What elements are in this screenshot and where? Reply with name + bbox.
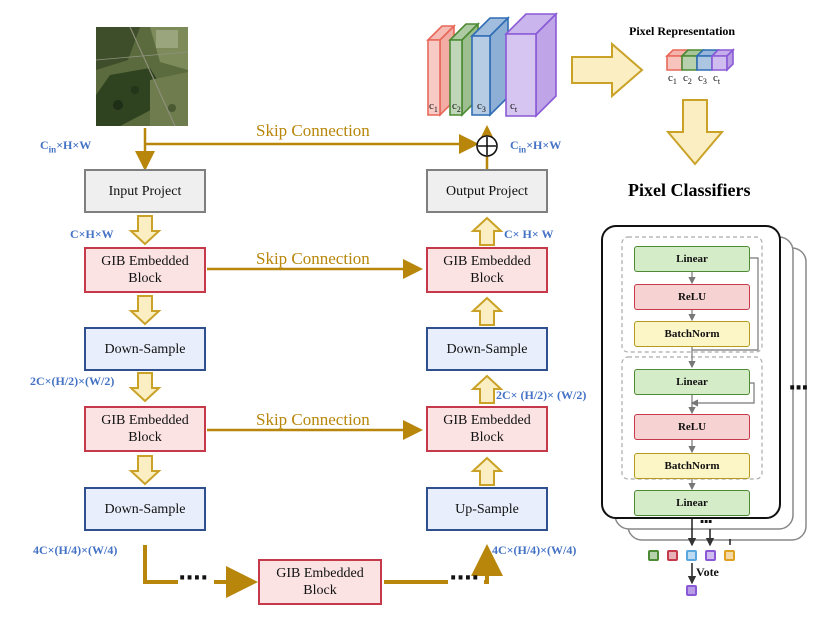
pixel-cell-side xyxy=(726,48,734,72)
layer-linear-7: Linear xyxy=(634,490,750,516)
pixel-cell-front xyxy=(666,55,683,71)
input-project-block: Input Project xyxy=(84,169,206,213)
dim-sub: in xyxy=(48,144,57,155)
layer-batchnorm-3: BatchNorm xyxy=(634,321,750,347)
skip-connection-label-middle: Skip Connection xyxy=(256,249,370,268)
gib-block-label-line1: GIB Embedded xyxy=(443,254,531,269)
output-project-block: Output Project xyxy=(426,169,548,213)
gib-embedded-block-right-1: GIB Embedded Block xyxy=(426,247,548,293)
dim-label-right-2c: 2C× (H/2)× (W/2) xyxy=(496,388,587,402)
skip-connection-label-top: Skip Connection xyxy=(256,121,370,140)
dim-label-output: Cin×H×W xyxy=(510,138,561,154)
dim-base: C xyxy=(510,138,519,152)
residual-link-2 xyxy=(690,382,755,407)
pixel-representation-strip xyxy=(665,48,735,72)
arrow-to-representation xyxy=(571,41,644,99)
input-satellite-image xyxy=(95,26,189,127)
output-feature-cubes xyxy=(426,12,558,118)
vote-label: Vote xyxy=(696,565,719,579)
skip-connection-label-lower: Skip Connection xyxy=(256,410,370,429)
vote-square-4 xyxy=(705,550,716,561)
down-sample-block-left-1: Down-Sample xyxy=(84,327,206,371)
up-sample-label: Up-Sample xyxy=(455,501,519,517)
gib-block-label-line2: Block xyxy=(128,430,162,445)
dashed-group-1 xyxy=(621,236,763,353)
dim-rest: ×H×W xyxy=(526,138,562,152)
arrow-to-classifiers xyxy=(665,99,725,166)
gib-embedded-block-bottom: GIB Embedded Block xyxy=(258,559,382,605)
gib-block-label-line1: GIB Embedded xyxy=(443,413,531,428)
pixel-cell-label: c2 xyxy=(683,72,692,87)
dim-label-right-c: C× H× W xyxy=(504,227,554,241)
vote-result-square xyxy=(686,585,697,596)
bottom-path-right-up xyxy=(471,544,503,584)
output-project-label: Output Project xyxy=(445,183,529,199)
gib-block-label-line1: GIB Embedded xyxy=(101,254,189,269)
gib-block-label-line2: Block xyxy=(128,271,162,286)
gib-block-label-line2: Block xyxy=(303,583,337,598)
layer-relu-5: ReLU xyxy=(634,414,750,440)
pixel-cell-label: c3 xyxy=(698,72,707,87)
down-sample-label: Down-Sample xyxy=(446,341,528,357)
pixel-classifiers-title: Pixel Classifiers xyxy=(628,180,751,200)
layer-batchnorm-6: BatchNorm xyxy=(634,453,750,479)
hollow-arrows-right xyxy=(470,216,504,486)
cube-label-ct: ct xyxy=(510,100,518,115)
down-sample-block-right: Down-Sample xyxy=(426,327,548,371)
dim-label-right-4c: 4C×(H/4)×(W/4) xyxy=(492,543,577,557)
pixel-cell-front xyxy=(681,55,698,71)
cube-label-c3: c3 xyxy=(477,100,486,115)
down-sample-label: Down-Sample xyxy=(104,501,186,517)
vote-square-5 xyxy=(724,550,735,561)
gib-embedded-block-left-2: GIB Embedded Block xyxy=(84,406,206,452)
gib-block-label-line1: GIB Embedded xyxy=(276,566,364,581)
gib-embedded-block-left-1: GIB Embedded Block xyxy=(84,247,206,293)
pixel-cell-label: ct xyxy=(713,72,721,87)
cube-label-c1: c1 xyxy=(429,100,438,115)
bottom-ellipsis-left: ···· xyxy=(178,566,208,591)
cube-front xyxy=(449,39,463,116)
cube-label-c2: c2 xyxy=(452,100,461,115)
classifier-side-ellipsis: ··· xyxy=(788,376,809,401)
vote-square-1 xyxy=(648,550,659,561)
dim-rest: ×H×W xyxy=(56,138,92,152)
layer-linear-1: Linear xyxy=(634,246,750,272)
pixel-representation-title: Pixel Representation xyxy=(629,24,736,38)
pixel-cell-label: c1 xyxy=(668,72,677,87)
pixel-cell-front xyxy=(711,55,728,71)
dim-label-left-4c: 4C×(H/4)×(W/4) xyxy=(33,543,118,557)
cube-front xyxy=(471,35,491,116)
bottom-ellipsis-right: ···· xyxy=(449,566,479,591)
down-sample-label: Down-Sample xyxy=(104,341,186,357)
down-sample-block-left-2: Down-Sample xyxy=(84,487,206,531)
vote-square-3 xyxy=(686,550,697,561)
up-sample-block-right: Up-Sample xyxy=(426,487,548,531)
classifier-bottom-ellipsis: ··· xyxy=(699,512,713,531)
gib-block-label-line2: Block xyxy=(470,271,504,286)
dim-label-input: Cin×H×W xyxy=(40,138,91,154)
cube-front xyxy=(427,39,441,116)
dim-sub: in xyxy=(518,144,527,155)
vote-lines xyxy=(687,518,731,585)
residual-link-1 xyxy=(692,257,759,351)
bottom-path-left xyxy=(143,545,178,584)
input-project-label: Input Project xyxy=(108,183,182,199)
hollow-arrows-left xyxy=(128,215,162,486)
dim-label-left-c: C×H×W xyxy=(70,227,114,241)
pixel-cell-front xyxy=(696,55,713,71)
gib-block-label-line2: Block xyxy=(470,430,504,445)
cube-front xyxy=(505,33,537,117)
vote-square-2 xyxy=(667,550,678,561)
layer-linear-4: Linear xyxy=(634,369,750,395)
gib-embedded-block-right-2: GIB Embedded Block xyxy=(426,406,548,452)
gib-block-label-line1: GIB Embedded xyxy=(101,413,189,428)
dim-label-left-2c: 2C×(H/2)×(W/2) xyxy=(30,374,115,388)
dim-base: C xyxy=(40,138,49,152)
layer-relu-2: ReLU xyxy=(634,284,750,310)
